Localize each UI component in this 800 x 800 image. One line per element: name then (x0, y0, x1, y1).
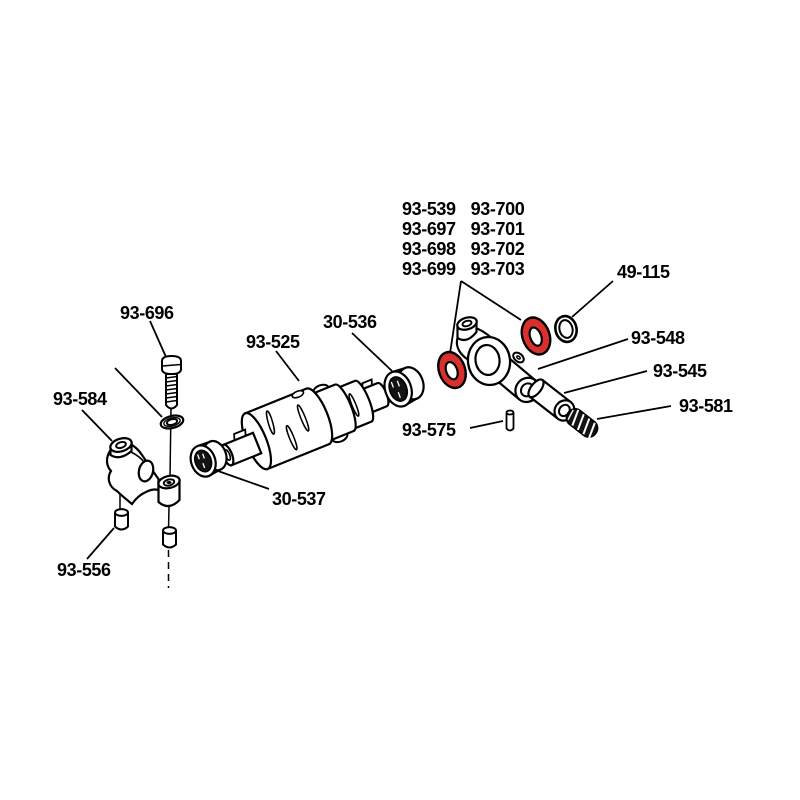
part-label-bearing-upper: 30-536 (323, 312, 377, 332)
part-label-adjuster-screw: 93-696 (120, 303, 174, 323)
part-number: 93-702 (470, 239, 525, 259)
tappet-drawing (114, 508, 129, 531)
camshaft-drawing (220, 378, 400, 471)
part-number: 93-539 (402, 199, 456, 219)
rocker-arm-left-drawing (105, 437, 181, 508)
part-label-oring-group: 93-539 93-700 93-697 93-701 93-698 93-70… (402, 199, 525, 279)
part-label-rocker-shaft: 93-548 (631, 328, 685, 348)
bearing-upper-drawing (383, 366, 425, 408)
part-number: 93-699 (402, 259, 456, 279)
part-label-rocker-arm-left: 93-584 (53, 389, 107, 409)
oring-red-left (437, 350, 467, 390)
part-number: 93-701 (470, 219, 525, 239)
part-number: 93-698 (402, 239, 456, 259)
part-number: 93-703 (470, 259, 525, 279)
rocker-arm-right-drawing (455, 316, 541, 404)
part-label-spring: 93-581 (679, 396, 733, 416)
part-number: 93-700 (470, 199, 525, 219)
washer-drawing (159, 414, 185, 430)
spring-drawing (565, 408, 599, 439)
part-number: 93-697 (402, 219, 456, 239)
leader-lines (81, 280, 672, 560)
adjuster-screw-drawing (161, 354, 182, 410)
part-label-pin: 93-575 (402, 420, 456, 440)
part-label-tappet: 93-556 (57, 560, 111, 580)
bearing-lower-drawing (189, 439, 228, 478)
oring-small-drawing (554, 314, 578, 344)
part-label-sleeve: 93-545 (653, 361, 707, 381)
part-label-camshaft: 93-525 (246, 332, 300, 352)
tappet-drawing-2 (162, 526, 177, 549)
pin-drawing (505, 409, 515, 432)
oring-red-upper (520, 316, 552, 356)
part-label-bearing-lower: 30-537 (272, 489, 326, 509)
part-label-oring-small: 49-115 (617, 262, 670, 282)
